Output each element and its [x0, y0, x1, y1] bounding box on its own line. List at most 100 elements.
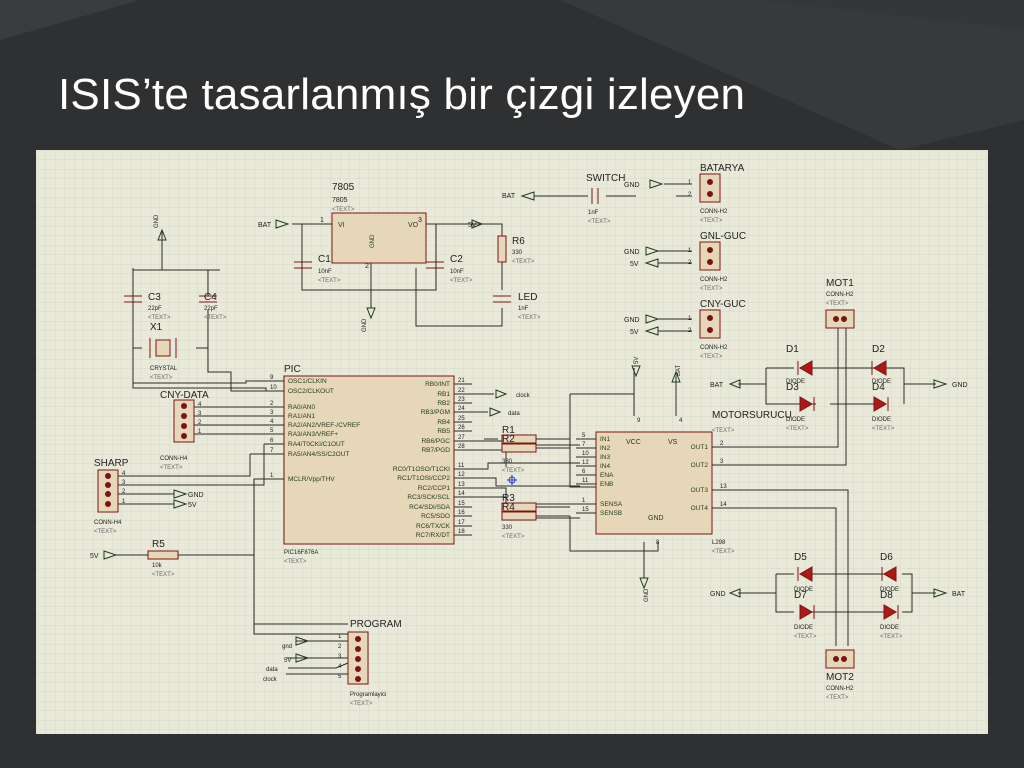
l298-ref-text: <TEXT> — [712, 428, 735, 434]
gnl-guc-ref: GNL-GUC — [700, 231, 746, 242]
pic-right-pin-name: RC3/SCK/SCL — [407, 494, 450, 501]
l298-left-pin-name: IN4 — [600, 463, 611, 470]
pic-left-pin-number: 5 — [270, 428, 274, 434]
d7-part: DIODE — [794, 625, 813, 631]
diode-symbols — [797, 360, 899, 620]
pic-right-pin-name: RC4/SDI/SDA — [409, 504, 450, 511]
reg-part-label: 7805 — [332, 197, 348, 204]
cny-data-pin2: 2 — [198, 420, 202, 426]
reg-pin3: 3 — [418, 217, 422, 224]
pic-left-pin-name: MCLR/Vpp/THV — [288, 476, 335, 483]
program-pin5: 5 — [338, 674, 342, 680]
mot1-connector — [825, 309, 855, 329]
program-ref: PROGRAM — [350, 619, 402, 630]
l298-left-pin-number: 6 — [582, 469, 586, 475]
led-value: 1nF — [518, 306, 529, 312]
c3-value: 22pF — [148, 306, 162, 312]
pic-left-pin-number: 10 — [270, 385, 277, 391]
pic-right-pin-name: RC2/CCP1 — [418, 485, 451, 492]
d4-part: DIODE — [872, 417, 891, 423]
motor-gnd-terminal-2: GND — [710, 591, 726, 598]
x1-text: <TEXT> — [150, 375, 173, 381]
labels: 7805 7805 <TEXT> VI VO GND 1 3 2 BAT 5V … — [90, 163, 968, 707]
gnl-guc-pin2: 2 — [688, 260, 692, 266]
pic-right-pin-name: RB3/PGM — [421, 409, 450, 416]
pic-left-pin-name: RA5/AN4/SS/C2OUT — [288, 451, 349, 458]
r2-ref: R2 — [502, 434, 515, 445]
pic-right-pins: 21RB0/INT22RB123RB224RB3/PGM25RB426RB527… — [393, 378, 472, 539]
bat-terminal-2: BAT — [502, 193, 516, 200]
l298-pin8: 8 — [656, 540, 660, 546]
program-pin1: 1 — [338, 634, 342, 640]
d5-part: DIODE — [794, 587, 813, 593]
d3-part: DIODE — [786, 417, 805, 423]
cny-data-part: CONN-H4 — [160, 456, 188, 462]
r6-ref: R6 — [512, 236, 525, 247]
pic-right-pin-name: RB4 — [437, 419, 450, 426]
pic-right-pin-number: 14 — [458, 491, 465, 497]
batarya-ref: BATARYA — [700, 163, 745, 174]
cny-guc-connector — [699, 309, 721, 339]
l298-bat: BAT — [676, 364, 682, 376]
r6-value: 330 — [512, 250, 523, 256]
l298-right-pin-number: 3 — [720, 459, 724, 465]
5v-terminal-1: 5V — [468, 222, 477, 229]
d4-diode — [873, 396, 889, 412]
led-capacitor — [493, 295, 511, 303]
gnl-guc-5v: 5V — [630, 261, 639, 268]
pic-left-pin-number: 2 — [270, 401, 274, 407]
probe-marker — [507, 475, 517, 485]
l298-right-pin-number: 14 — [720, 502, 727, 508]
d5-diode — [797, 566, 813, 582]
pic-left-pin-number: 9 — [270, 375, 274, 381]
r6-text: <TEXT> — [512, 259, 535, 265]
pic-left-pin-name: RA1/AN1 — [288, 413, 315, 420]
pic-right-pin-number: 23 — [458, 397, 465, 403]
pic-chip-body — [283, 375, 455, 545]
c2-value: 10nF — [450, 269, 464, 275]
slide-title: ISIS’te tasarlanmış bir çizgi izleyen — [58, 70, 746, 119]
sharp-pin3: 3 — [122, 480, 126, 486]
pic-right-pin-number: 26 — [458, 425, 465, 431]
program-text: <TEXT> — [350, 701, 373, 707]
x1-ref: X1 — [150, 322, 163, 333]
d2-diode — [871, 360, 887, 376]
c1-ref: C1 — [318, 254, 331, 265]
c4-ref: C4 — [204, 292, 217, 303]
program-pin4: 4 — [338, 664, 342, 670]
l298-right-pin-name: OUT3 — [691, 487, 709, 494]
pic-left-pin-name: OSC1/CLKIN — [288, 378, 327, 385]
crystal-x1 — [155, 339, 171, 357]
reg-ref-label: 7805 — [332, 182, 355, 193]
d1-part: DIODE — [786, 379, 805, 385]
schematic-diagram: 7805 7805 <TEXT> VI VO GND 1 3 2 BAT 5V … — [36, 150, 988, 734]
cny-guc-part: CONN-H2 — [700, 345, 728, 351]
pic-left-pin-name: RA0/AN0 — [288, 404, 315, 411]
r5-5v: 5V — [90, 553, 99, 560]
c3-capacitor — [124, 295, 142, 303]
pic-left-pin-number: 4 — [270, 419, 274, 425]
r4-resistor — [501, 511, 537, 521]
pic-right-pin-name: RC7/RX/DT — [416, 532, 450, 539]
pic-left-pin-name: RA2/AN2/VREF-/CVREF — [288, 422, 360, 429]
mot1-text: <TEXT> — [826, 301, 849, 307]
pic-left-pin-number: 3 — [270, 410, 274, 416]
l298-pin4: 4 — [679, 418, 683, 424]
gnl-guc-connector — [699, 241, 721, 271]
pic-right-pin-number: 16 — [458, 510, 465, 516]
pic-right-pin-number: 28 — [458, 444, 465, 450]
pic-ref: PIC — [284, 364, 301, 375]
d3-diode — [799, 396, 815, 412]
r3-resistor — [501, 502, 537, 512]
r5-ref: R5 — [152, 539, 165, 550]
l298-ref: MOTORSURUCU — [712, 410, 792, 421]
d2-part: DIODE — [872, 379, 891, 385]
l298-5v: 5V — [634, 357, 640, 364]
pic-right-pin-name: RC1/T1OSI/CCP2 — [397, 475, 450, 482]
l298-left-pin-name: ENB — [600, 481, 613, 488]
pic-right-pin-number: 21 — [458, 378, 465, 384]
program-clock: clock — [263, 677, 278, 683]
batarya-part: CONN-H2 — [700, 209, 728, 215]
